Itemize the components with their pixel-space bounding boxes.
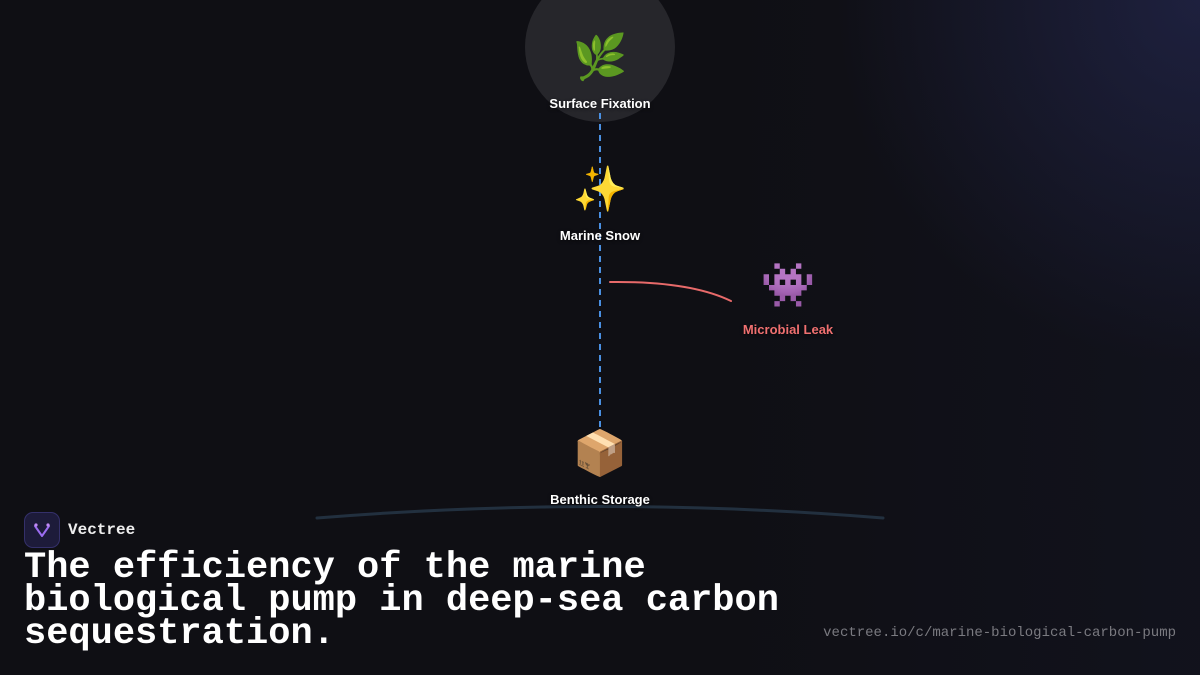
surface-fixation-label: Surface Fixation <box>549 96 651 111</box>
vectree-logo-icon <box>24 512 60 548</box>
surface-highlight-circle <box>525 0 675 122</box>
herb-icon: 🌿 <box>572 32 628 83</box>
sparkles-icon: ✨ <box>572 164 628 215</box>
seafloor-curve <box>315 505 885 520</box>
microbial-leak-label: Microbial Leak <box>742 322 834 337</box>
brand: Vectree <box>24 512 135 548</box>
package-icon: 📦 <box>572 428 628 479</box>
benthic-storage-label: Benthic Storage <box>550 492 650 507</box>
headline: The efficiency of the marine biological … <box>24 547 779 655</box>
microbial-leak-arrow <box>609 280 732 302</box>
page-url: vectree.io/c/marine-biological-carbon-pu… <box>823 625 1176 641</box>
alien-monster-icon: 👾 <box>760 260 816 311</box>
brand-name: Vectree <box>68 521 136 539</box>
marine-snow-label: Marine Snow <box>559 228 641 243</box>
